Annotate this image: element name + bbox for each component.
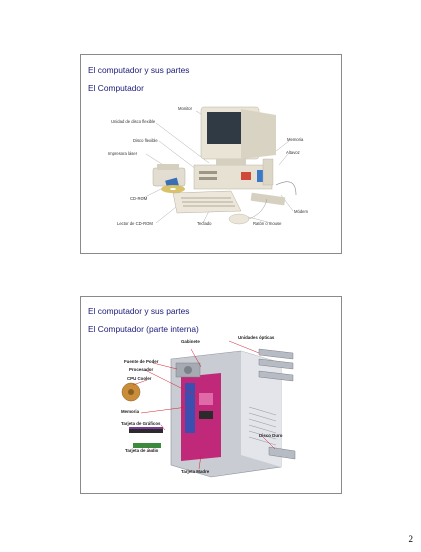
page-number: 2 <box>408 534 414 544</box>
label-floppy-disk: Disco flexible <box>133 138 158 143</box>
slide-subtitle: El Computador <box>88 83 144 93</box>
computer-illustration <box>140 106 297 225</box>
label-cdrom: CD-ROM <box>130 196 148 201</box>
slide-title: El computador y sus partes <box>88 65 190 75</box>
label-cabinet: Gabinete <box>181 339 200 344</box>
label-keyboard: Teclado <box>197 221 212 226</box>
pc-internal-illustration <box>121 340 296 478</box>
slide-subtitle: El Computador (parte interna) <box>88 324 199 334</box>
label-memory: Memoria <box>287 137 304 142</box>
label-optical-units: Unidades ópticas <box>238 335 275 340</box>
slide-title: El computador y sus partes <box>88 306 190 316</box>
label-hard-disk: Disco Duro <box>259 433 283 438</box>
label-processor: Procesador <box>129 367 154 372</box>
label-cdrom-reader: Lector de CD-ROM <box>117 221 153 226</box>
label-monitor: Monitor <box>178 106 192 111</box>
label-floppy-unit: Unidad de disco flexible <box>111 119 156 124</box>
label-memory: Memoria <box>121 409 140 414</box>
label-graphics-card: Tarjeta de Gráficos <box>121 421 161 426</box>
label-power-supply: Fuente de Poder <box>124 359 159 364</box>
label-modem: Módem <box>294 209 308 214</box>
label-motherboard: Tarjeta Madre <box>181 469 210 474</box>
slide-computer-parts: El computador y sus partes El Computador <box>80 54 342 254</box>
label-cpu-cooler: CPU Cooler <box>127 376 152 381</box>
label-mouse: Ratón o mouse <box>253 221 282 226</box>
label-laser-printer: Impresora láser <box>108 151 138 156</box>
label-audio-card: Tarjeta de audio <box>125 448 159 453</box>
label-speaker: Altavoz <box>286 150 300 155</box>
slide-computer-internal: El computador y sus partes El Computador… <box>80 296 342 494</box>
